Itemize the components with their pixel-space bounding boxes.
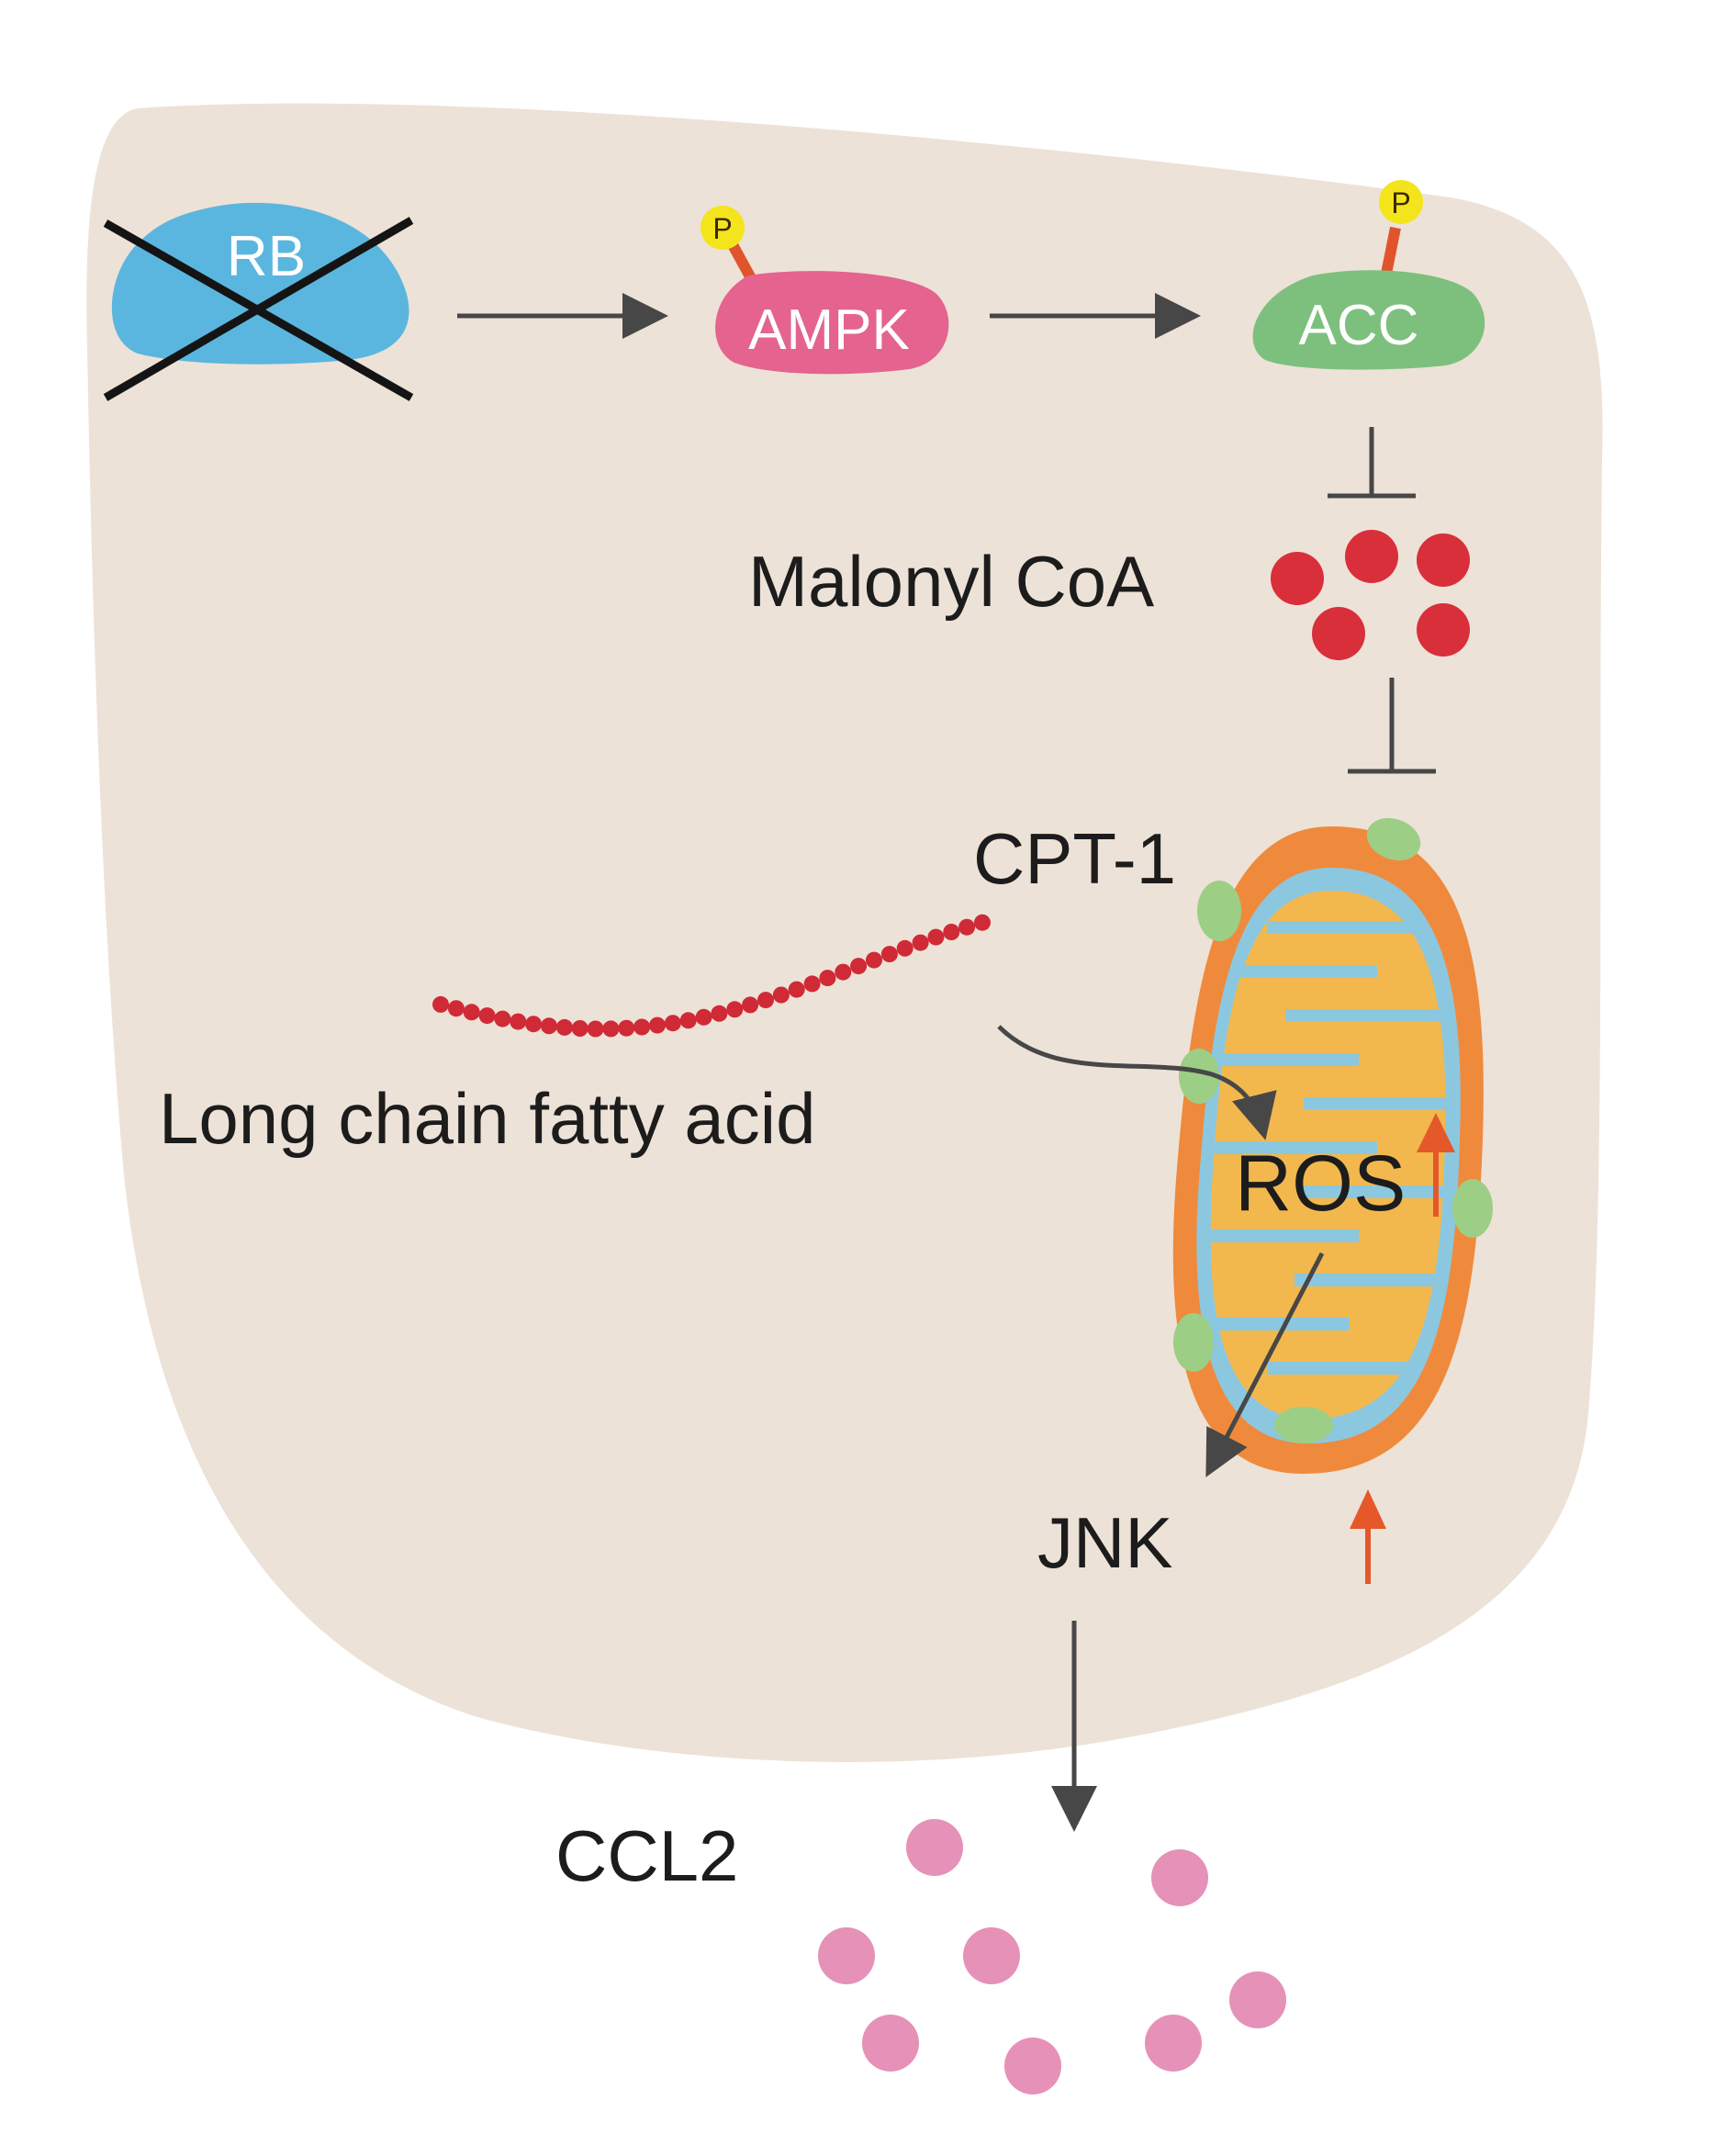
fatty-acid-bead	[788, 981, 805, 998]
fatty-acid-bead	[835, 963, 852, 981]
ccl2-dot	[1229, 1971, 1286, 2028]
fatty-acid-bead	[943, 924, 960, 940]
ccl2-molecules	[818, 1819, 1286, 2094]
ampk-label: AMPK	[748, 298, 910, 362]
fatty-acid-bead	[880, 946, 898, 963]
ampk-phospho-circle	[700, 206, 745, 250]
jnk-increase-arrow	[1350, 1489, 1386, 1584]
acc-node: P ACC	[1252, 180, 1485, 370]
mitochondrion	[1172, 817, 1493, 1474]
fatty-acid-bead	[757, 992, 774, 1009]
fatty-acid-bead	[726, 1001, 744, 1018]
cpt1-transporter	[1179, 1049, 1219, 1104]
increase-head	[1350, 1489, 1386, 1529]
fatty-acid-bead	[510, 1013, 527, 1030]
fatty-acid-bead	[555, 1018, 573, 1036]
fatty-acid-bead	[525, 1016, 543, 1033]
acc-phospho-label: P	[1391, 186, 1410, 219]
fatty-acid-bead	[772, 986, 790, 1004]
fatty-acid-bead	[447, 1000, 465, 1017]
fatty-acid-bead	[803, 975, 821, 993]
malonyl-inhibits-cpt1	[1348, 678, 1436, 774]
rb-node: RB	[103, 202, 414, 401]
malonyl-coa-dot	[1312, 607, 1365, 660]
ampk-phospho-label: P	[712, 212, 732, 245]
cpt1-transporter	[1366, 817, 1421, 861]
fatty-acid-bead	[664, 1015, 681, 1032]
acc-phospho-circle	[1379, 180, 1423, 224]
fatty-acid-bead	[618, 1019, 635, 1037]
ccl2-dot	[1151, 1849, 1208, 1906]
malonyl-coa-molecules	[1271, 530, 1470, 660]
mito-matrix	[1210, 891, 1446, 1419]
ros-label: ROS	[1235, 1140, 1406, 1228]
cpt1-transporter	[1197, 881, 1241, 941]
cpt1-transporter	[1173, 1313, 1214, 1372]
fatty-acid-bead	[571, 1020, 588, 1037]
malonyl-coa-dot	[1271, 552, 1324, 605]
fatty-acid-bead	[742, 996, 759, 1014]
ccl2-dot	[862, 2015, 919, 2072]
fatty-acid-bead	[896, 939, 913, 957]
ampk-shape	[715, 271, 949, 375]
ccl2-dot	[963, 1927, 1020, 1984]
fatty-acid-bead	[541, 1017, 557, 1035]
fatty-acid-bead	[633, 1018, 651, 1036]
fatty-acid-bead	[927, 928, 945, 946]
ccl2-label: CCL2	[555, 1815, 738, 1896]
fatty-acid-bead	[494, 1010, 511, 1027]
ccl2-dot	[818, 1927, 875, 1984]
ros-increase-arrow	[1417, 1113, 1455, 1217]
fatty-acid-bead	[695, 1008, 712, 1026]
acc-phospho-stalk	[1381, 226, 1401, 275]
fatty-acid-bead	[958, 918, 976, 936]
rb-shape	[111, 202, 409, 365]
ccl2-dot	[1145, 2015, 1202, 2072]
cpt1-transporter	[1452, 1179, 1493, 1238]
ccl2-dot	[1004, 2038, 1061, 2094]
fatty-acid-bead	[850, 958, 868, 975]
fatty-acid-bead	[819, 970, 836, 987]
jnk-label: JNK	[1037, 1502, 1172, 1583]
fatty-acid-bead	[866, 951, 882, 969]
ampk-node: P AMPK	[700, 206, 949, 375]
acc-inhibits-malonyl	[1328, 427, 1416, 499]
acc-shape	[1252, 270, 1485, 370]
fatty-acid-chain	[432, 914, 991, 1038]
fatty-acid-bead	[463, 1004, 480, 1021]
acc-label: ACC	[1299, 294, 1419, 357]
cpt1-transporter	[1274, 1407, 1333, 1443]
rb-label: RB	[227, 225, 306, 288]
ros-to-jnk-arrow	[1205, 1252, 1325, 1477]
fatty-acid-label: Long chain fatty acid	[159, 1078, 815, 1159]
fatty-acid-bead	[711, 1005, 728, 1022]
cpt1-label: CPT-1	[973, 818, 1176, 899]
fatty-acid-bead	[432, 995, 449, 1013]
fatty-acid-bead	[912, 934, 929, 951]
malonyl-coa-label: Malonyl CoA	[748, 541, 1154, 622]
fatty-acid-bead	[587, 1020, 604, 1038]
malonyl-coa-dot	[1417, 533, 1470, 587]
malonyl-coa-dot	[1345, 530, 1398, 583]
increase-head	[1417, 1113, 1455, 1152]
malonyl-coa-dot	[1417, 603, 1470, 657]
fatty-acid-bead	[679, 1012, 697, 1029]
fatty-acid-bead	[602, 1020, 620, 1038]
fatty-acid-bead	[649, 1016, 666, 1034]
fatty-acid-to-ros-arrow	[997, 1025, 1277, 1140]
rb-cross-line-2	[103, 217, 414, 401]
ccl2-dot	[906, 1819, 963, 1876]
fatty-acid-bead	[974, 914, 991, 931]
fatty-acid-bead	[478, 1007, 496, 1025]
